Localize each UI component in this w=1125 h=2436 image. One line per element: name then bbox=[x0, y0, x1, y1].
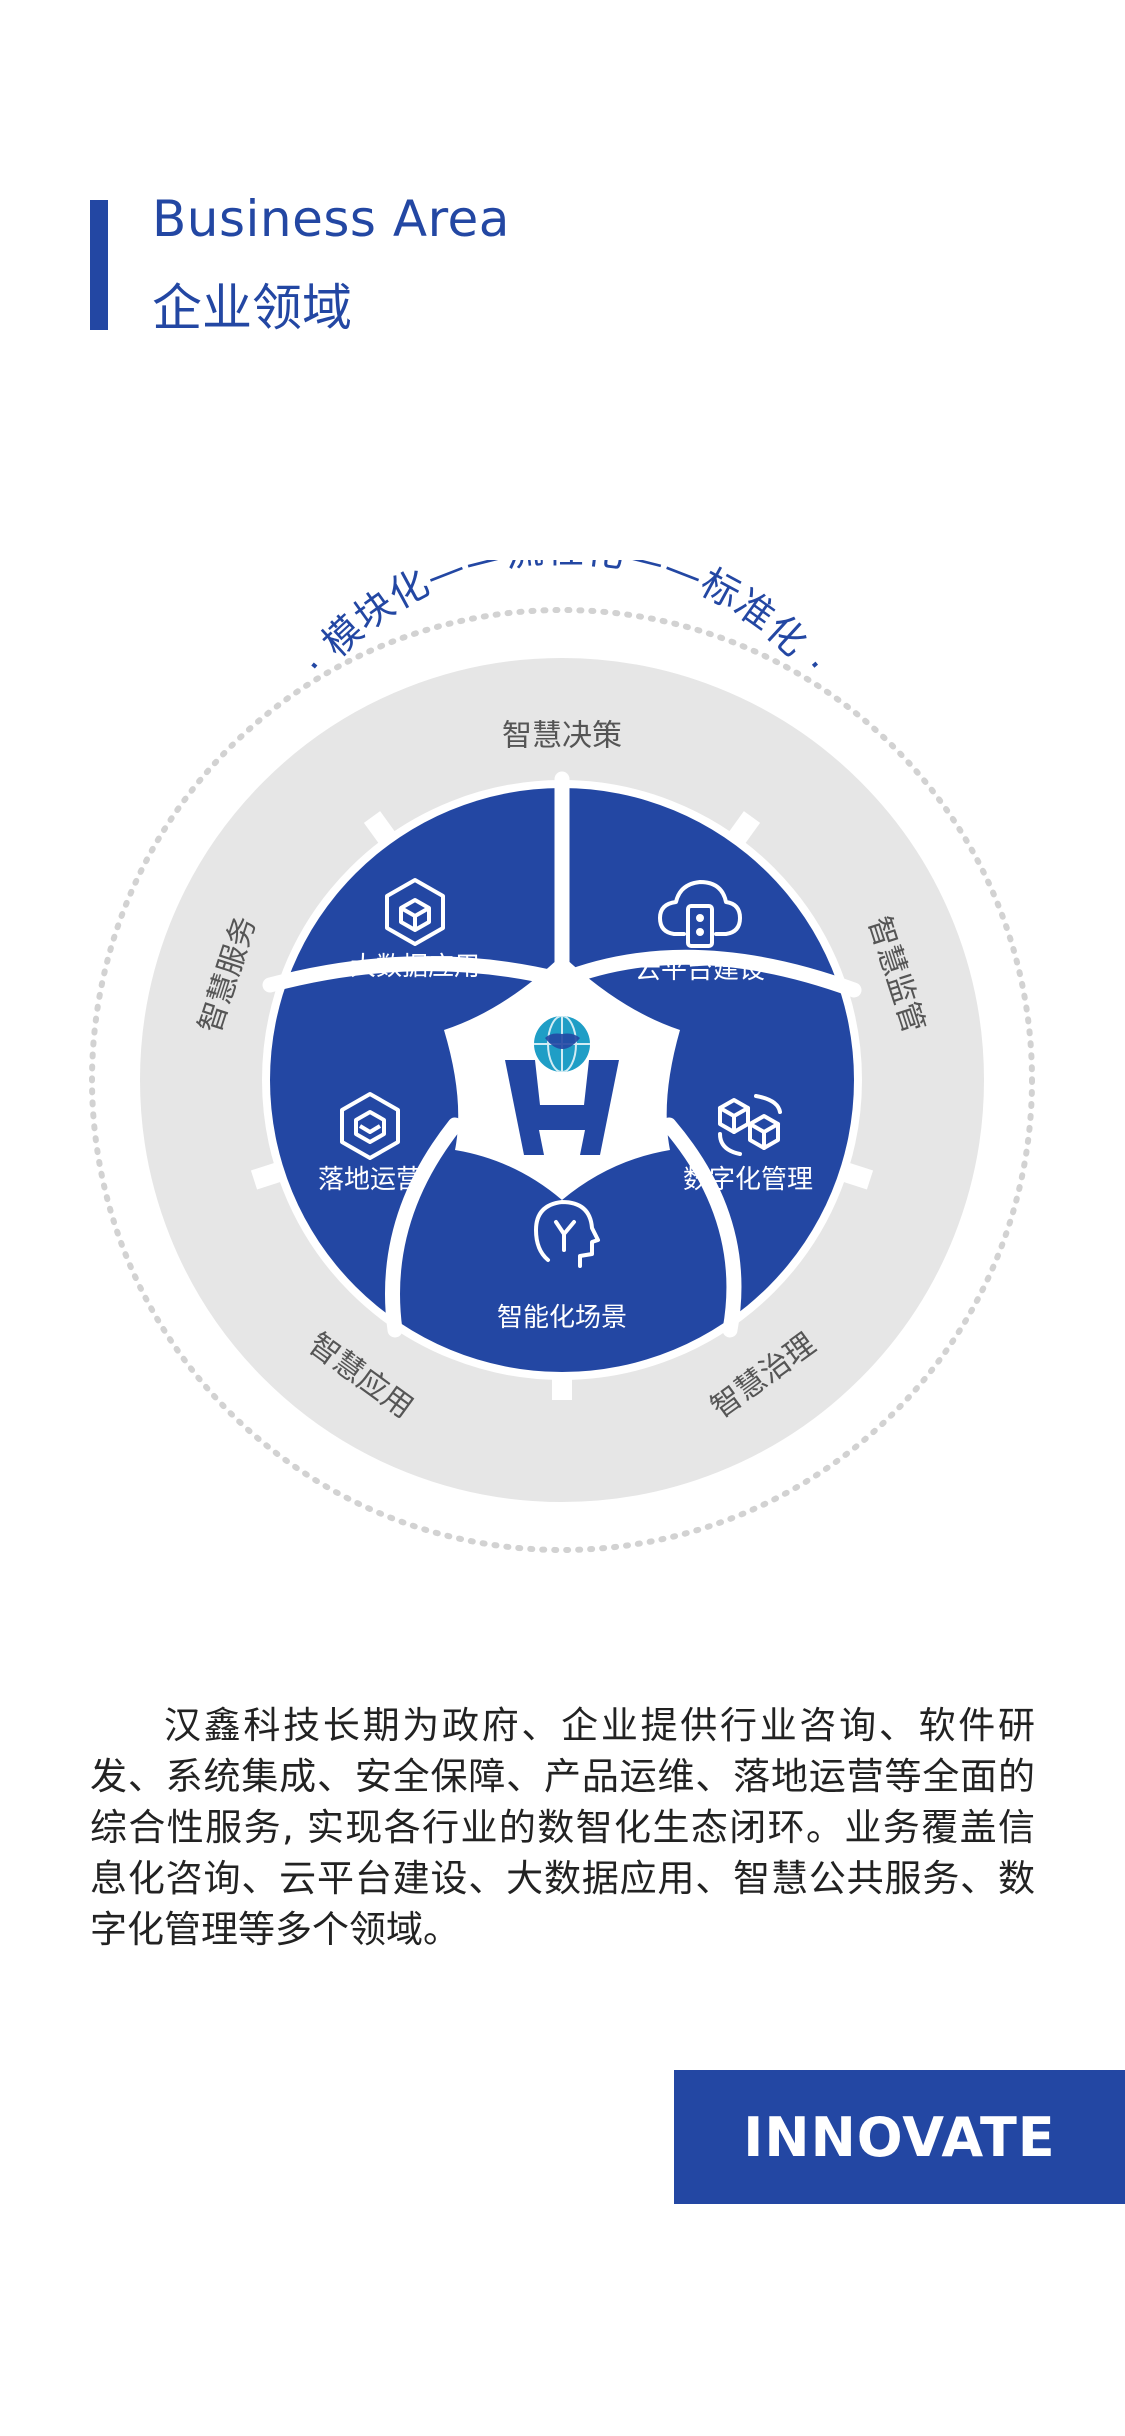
outer-ring bbox=[140, 658, 984, 1502]
section-title-en: Business Area bbox=[152, 190, 510, 248]
section-title-cn: 企业领域 bbox=[152, 279, 352, 337]
ring-label: 智慧决策 bbox=[502, 719, 622, 754]
brain-head-icon bbox=[534, 1200, 600, 1268]
innovate-label: INNOVATE bbox=[743, 2105, 1056, 2169]
cube-outline-icon bbox=[340, 1092, 400, 1160]
cube-icon bbox=[385, 878, 445, 946]
business-area-diagram: · 模块化——流程化——标准化 · 智慧决策 智慧监管 智慧治理 智慧应用 智慧… bbox=[89, 560, 1035, 1553]
innovate-badge: INNOVATE bbox=[674, 2070, 1125, 2204]
petal-label: 数字化管理 bbox=[683, 1165, 813, 1195]
center-region bbox=[444, 955, 680, 1200]
dotted-outer-circle bbox=[89, 607, 1035, 1553]
petal-label: 智能化场景 bbox=[497, 1303, 627, 1333]
inner-petal-labels: 大数据应用 云平台建设 数字化管理 智能化场景 落地运营 bbox=[318, 952, 813, 1333]
hanxin-logo-icon bbox=[505, 1016, 619, 1155]
cloud-server-icon bbox=[658, 880, 742, 948]
arc-text-mask bbox=[301, 616, 824, 718]
petal-label: 云平台建设 bbox=[635, 955, 765, 985]
header-accent-bar bbox=[90, 200, 108, 330]
cycle-cubes-icon bbox=[718, 1094, 782, 1156]
petal-label: 落地运营 bbox=[318, 1165, 422, 1195]
company-description: 汉鑫科技长期为政府、企业提供行业咨询、软件研发、系统集成、安全保障、产品运维、落… bbox=[90, 1704, 1035, 1951]
petal-label: 大数据应用 bbox=[350, 952, 480, 982]
